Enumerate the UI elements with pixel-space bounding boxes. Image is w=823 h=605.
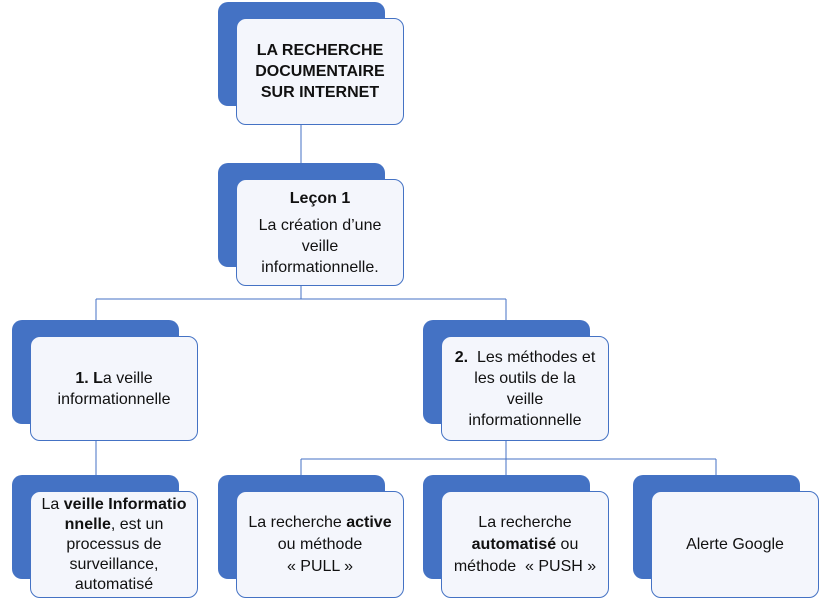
- branch2-line3: veille: [506, 390, 544, 408]
- active-node: La recherche active ou méthode « PULL »: [236, 491, 404, 598]
- active-line1: La recherche active: [248, 512, 391, 534]
- auto-bold: automatisé: [471, 535, 557, 553]
- alert-node: Alerte Google: [651, 491, 819, 598]
- lesson-text-line3: informationnelle.: [261, 258, 379, 276]
- branch2-node: 2. Les méthodes et les outils de la veil…: [441, 336, 609, 441]
- root-node: LA RECHERCHE DOCUMENTAIRE SUR INTERNET: [236, 18, 404, 125]
- alert-label: Alerte Google: [686, 536, 784, 553]
- auto-node: La recherche automatisé ou méthode « PUS…: [441, 491, 609, 598]
- branch2-number: 2.: [454, 348, 469, 366]
- active-line2: ou méthode: [277, 535, 363, 553]
- lesson-label: Leçon 1: [289, 189, 351, 207]
- definition-prefix: La: [41, 495, 64, 513]
- auto-rest: ou: [556, 535, 579, 553]
- branch1-text: a veille: [102, 369, 153, 387]
- branch1-line1: 1. La veille: [75, 368, 152, 389]
- active-line3: « PULL »: [286, 557, 354, 575]
- definition-line5: automatisé: [74, 575, 154, 593]
- branch2-line1: 2. Les méthodes et: [455, 347, 596, 368]
- branch1-node: 1. La veille informationnelle: [30, 336, 198, 441]
- active-bold: active: [346, 513, 392, 531]
- lesson-node: Leçon 1 La création d’une veille informa…: [236, 179, 404, 286]
- definition-line2: nnelle, est un: [65, 515, 164, 535]
- lesson-text-line2: veille: [301, 237, 339, 255]
- lesson-text-line1: La création d’une: [258, 216, 382, 234]
- definition-rest: , est un: [110, 515, 164, 533]
- branch1-line2: informationnelle: [57, 390, 171, 408]
- active-prefix: La recherche: [248, 513, 347, 531]
- definition-bold1: veille Informatio: [63, 495, 187, 513]
- definition-bold2: nnelle: [64, 515, 111, 533]
- root-title-line3: SUR INTERNET: [260, 84, 380, 101]
- definition-line3: processus de: [66, 535, 162, 553]
- definition-line1: La veille Informatio: [42, 495, 187, 515]
- definition-line4: surveillance,: [69, 555, 159, 573]
- root-title-line1: LA RECHERCHE: [256, 42, 384, 59]
- root-title-line2: DOCUMENTAIRE: [255, 63, 385, 80]
- auto-line2: automatisé ou: [472, 534, 579, 556]
- branch2-line4: informationnelle: [468, 411, 582, 429]
- definition-node: La veille Informatio nnelle, est un proc…: [30, 491, 198, 598]
- branch2-line2: les outils de la: [474, 369, 576, 387]
- auto-line1: La recherche: [478, 513, 572, 531]
- branch1-number: 1. L: [75, 369, 103, 387]
- branch2-text-line1: Les méthodes et: [468, 348, 596, 366]
- auto-line3: méthode « PUSH »: [453, 557, 597, 575]
